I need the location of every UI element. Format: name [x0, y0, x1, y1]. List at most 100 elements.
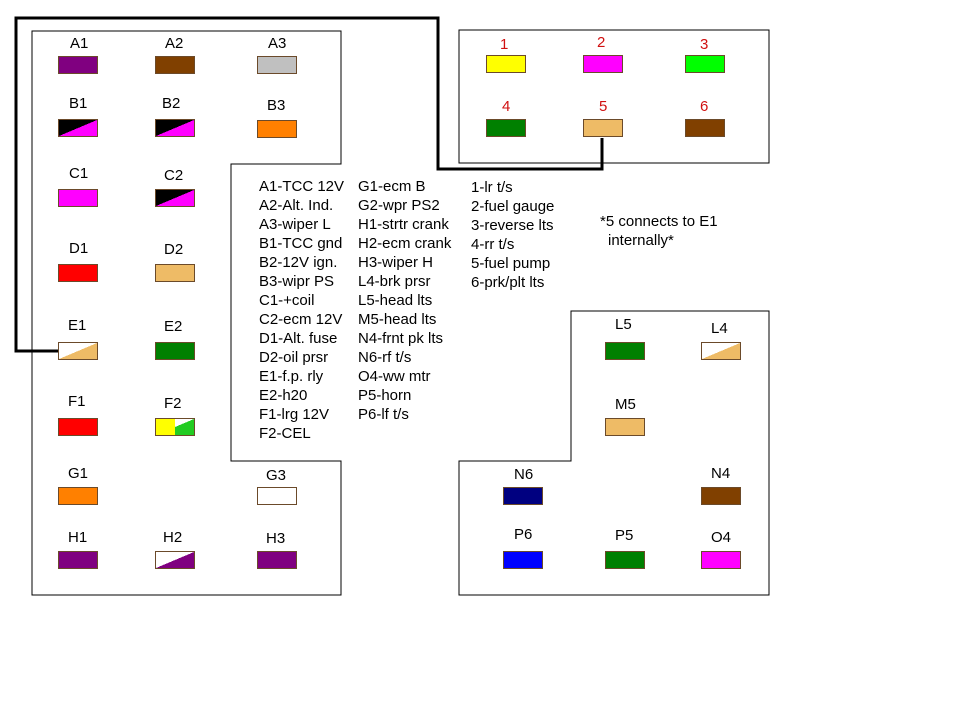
- fuse-d2: [155, 264, 195, 282]
- note-line-1: *5 connects to E1: [600, 213, 718, 230]
- slot-label-g1: G1: [68, 465, 89, 482]
- relay-6: [685, 119, 725, 137]
- legend-entry: H1-strtr crank: [358, 216, 449, 233]
- legend-entry: E2-h20: [259, 387, 308, 404]
- fuse-n6: [503, 487, 543, 505]
- lower-right-block-outline: [458, 310, 770, 596]
- fuse-c1: [58, 189, 98, 207]
- relay-2: [583, 55, 623, 73]
- legend-entry: O4-ww mtr: [358, 368, 431, 385]
- slot-label-a3: A3: [268, 35, 287, 52]
- legend-entry: C2-ecm 12V: [259, 311, 343, 328]
- slot-label-h3: H3: [266, 530, 286, 547]
- legend-entry: L4-brk prsr: [358, 273, 431, 290]
- legend-entry: P6-lf t/s: [358, 406, 409, 423]
- legend-entry: P5-horn: [358, 387, 412, 404]
- slot-label-l4: L4: [711, 320, 728, 337]
- fuse-m5: [605, 418, 645, 436]
- slot-label-e1: E1: [68, 317, 87, 334]
- legend-entry: M5-head lts: [358, 311, 437, 328]
- legend-entry: 6-prk/plt lts: [471, 274, 545, 291]
- fuse-h3: [257, 551, 297, 569]
- legend-column-1: A1-TCC 12V A2-Alt. Ind. A3-wiper L B1-TC…: [259, 177, 344, 443]
- legend-entry: L5-head lts: [358, 292, 433, 309]
- slot-label-2: 2: [597, 34, 606, 51]
- legend-entry: D1-Alt. fuse: [259, 330, 338, 347]
- fuse-n4: [701, 487, 741, 505]
- slot-label-b1: B1: [69, 95, 88, 112]
- relay-1: [486, 55, 526, 73]
- slot-label-6: 6: [700, 98, 709, 115]
- legend-entry: N4-frnt pk lts: [358, 330, 444, 347]
- slot-label-b2: B2: [162, 95, 181, 112]
- slot-label-d1: D1: [69, 240, 89, 257]
- slot-label-h1: H1: [68, 529, 88, 546]
- relay-note: *5 connects to E1 internally*: [600, 212, 718, 250]
- legend-entry: D2-oil prsr: [259, 349, 329, 366]
- fuse-p6: [503, 551, 543, 569]
- fuse-b1: [58, 119, 98, 137]
- slot-label-3: 3: [700, 36, 709, 53]
- fuse-e1: [58, 342, 98, 360]
- legend-entry: F1-lrg 12V: [259, 406, 330, 423]
- fuse-b3: [257, 120, 297, 138]
- legend-entry: G2-wpr PS2: [358, 197, 440, 214]
- legend-entry: C1-+coil: [259, 292, 315, 309]
- relay-block-outline: [458, 29, 770, 164]
- legend-entry: H2-ecm crank: [358, 235, 452, 252]
- legend-entry: A3-wiper L: [259, 216, 331, 233]
- fuse-f1: [58, 418, 98, 436]
- fuse-c2: [155, 189, 195, 207]
- slot-label-b3: B3: [267, 97, 286, 114]
- fuse-p5: [605, 551, 645, 569]
- slot-label-o4: O4: [711, 529, 732, 546]
- fuse-l5: [605, 342, 645, 360]
- legend-entry: 3-reverse lts: [471, 217, 554, 234]
- fuse-a3: [257, 56, 297, 74]
- legend-entry: E1-f.p. rly: [259, 368, 324, 385]
- slot-label-1: 1: [500, 36, 509, 53]
- legend-entry: 4-rr t/s: [471, 236, 515, 253]
- slot-label-c1: C1: [69, 165, 89, 182]
- legend-entry: A1-TCC 12V: [259, 178, 345, 195]
- legend-entry: 5-fuel pump: [471, 255, 551, 272]
- legend-entry: B3-wipr PS: [259, 273, 335, 290]
- fuse-e2: [155, 342, 195, 360]
- slot-label-d2: D2: [164, 241, 184, 258]
- legend-entry: A2-Alt. Ind.: [259, 197, 334, 214]
- slot-label-5: 5: [599, 98, 608, 115]
- wire-e1-to-relay5: [14, 16, 604, 353]
- fuse-b2: [155, 119, 195, 137]
- fuse-g1: [58, 487, 98, 505]
- slot-label-4: 4: [502, 98, 511, 115]
- slot-label-n4: N4: [711, 465, 731, 482]
- fuse-f2: [155, 418, 195, 436]
- legend-column-2: G1-ecm B G2-wpr PS2 H1-strtr crank H2-ec…: [358, 177, 451, 424]
- legend-entry: B1-TCC gnd: [259, 235, 343, 252]
- relay-4: [486, 119, 526, 137]
- fuse-l4: [701, 342, 741, 360]
- slot-label-p6: P6: [514, 526, 533, 543]
- legend-entry: 2-fuel gauge: [471, 198, 555, 215]
- fuse-h2: [155, 551, 195, 569]
- slot-label-m5: M5: [615, 396, 636, 413]
- slot-label-n6: N6: [514, 466, 534, 483]
- legend-entry: G1-ecm B: [358, 178, 426, 195]
- note-line-2: internally*: [608, 232, 674, 249]
- legend-entry: 1-lr t/s: [471, 179, 513, 196]
- fuse-d1: [58, 264, 98, 282]
- fuse-block-outline: [31, 30, 342, 596]
- fuse-g3: [257, 487, 297, 505]
- legend-column-3: 1-lr t/s 2-fuel gauge 3-reverse lts 4-rr…: [471, 178, 554, 292]
- fuse-h1: [58, 551, 98, 569]
- relay-5: [583, 119, 623, 137]
- slot-label-f2: F2: [164, 395, 182, 412]
- slot-label-h2: H2: [163, 529, 183, 546]
- slot-label-f1: F1: [68, 393, 86, 410]
- legend-entry: N6-rf t/s: [358, 349, 412, 366]
- slot-label-e2: E2: [164, 318, 183, 335]
- relay-3: [685, 55, 725, 73]
- slot-label-l5: L5: [615, 316, 632, 333]
- slot-label-p5: P5: [615, 527, 634, 544]
